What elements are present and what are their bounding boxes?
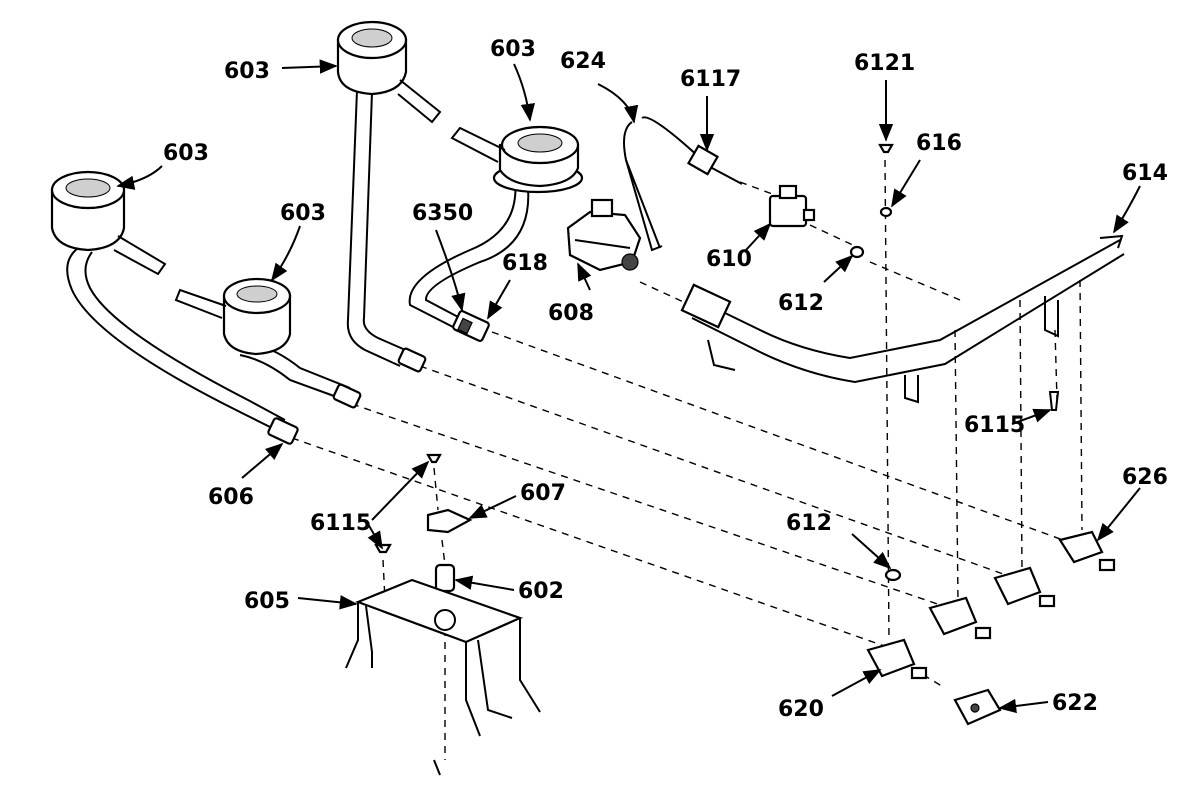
label-616: 616 [916,131,962,156]
label-603-rear-center: 603 [490,37,536,62]
flex-tube [623,116,701,252]
label-603-front-center: 603 [280,201,326,226]
pressure-regulator [566,198,642,272]
label-6350: 6350 [412,201,473,226]
ignitor-622 [953,688,1002,726]
label-622: 622 [1052,691,1098,716]
label-614: 614 [1122,161,1168,186]
bracket-607 [426,508,473,534]
label-607: 607 [520,481,566,506]
burner-tubes [66,89,530,433]
washers-screws [374,143,1060,582]
knob-602 [434,563,456,593]
label-6115-left: 6115 [310,511,371,536]
label-603-front-left: 603 [163,141,209,166]
support-605 [345,578,541,776]
label-602: 602 [518,579,564,604]
burner-head-rear-left [336,20,442,124]
label-605: 605 [244,589,290,614]
valve-626 [1058,530,1116,572]
burner-head-front-center [174,277,292,356]
fitting-610 [768,184,816,228]
assembly-dashed-lines [291,159,1086,760]
valve-mid-2 [928,596,992,640]
label-612-bottom: 612 [786,511,832,536]
label-6121: 6121 [854,51,915,76]
burner-head-rear-center [450,125,584,194]
label-620: 620 [778,697,824,722]
leader-arrows [116,59,1141,714]
label-6115-right: 6115 [964,413,1025,438]
label-6117: 6117 [680,67,741,92]
burner-head-front-left [50,170,167,276]
label-618: 618 [502,251,548,276]
label-626: 626 [1122,465,1168,490]
label-608: 608 [548,301,594,326]
fitting-6117 [686,144,743,185]
manifold-pipe [680,234,1125,404]
label-624: 624 [560,49,606,74]
orifice-hoods [267,310,490,445]
valve-mid-1 [993,566,1056,608]
label-612-top: 612 [778,291,824,316]
label-606: 606 [208,485,254,510]
label-610: 610 [706,247,752,272]
part-labels: 603 603 603 603 606 605 6115 607 602 608… [163,37,1168,722]
label-603-rear-left: 603 [224,59,270,84]
valve-620 [866,638,928,680]
